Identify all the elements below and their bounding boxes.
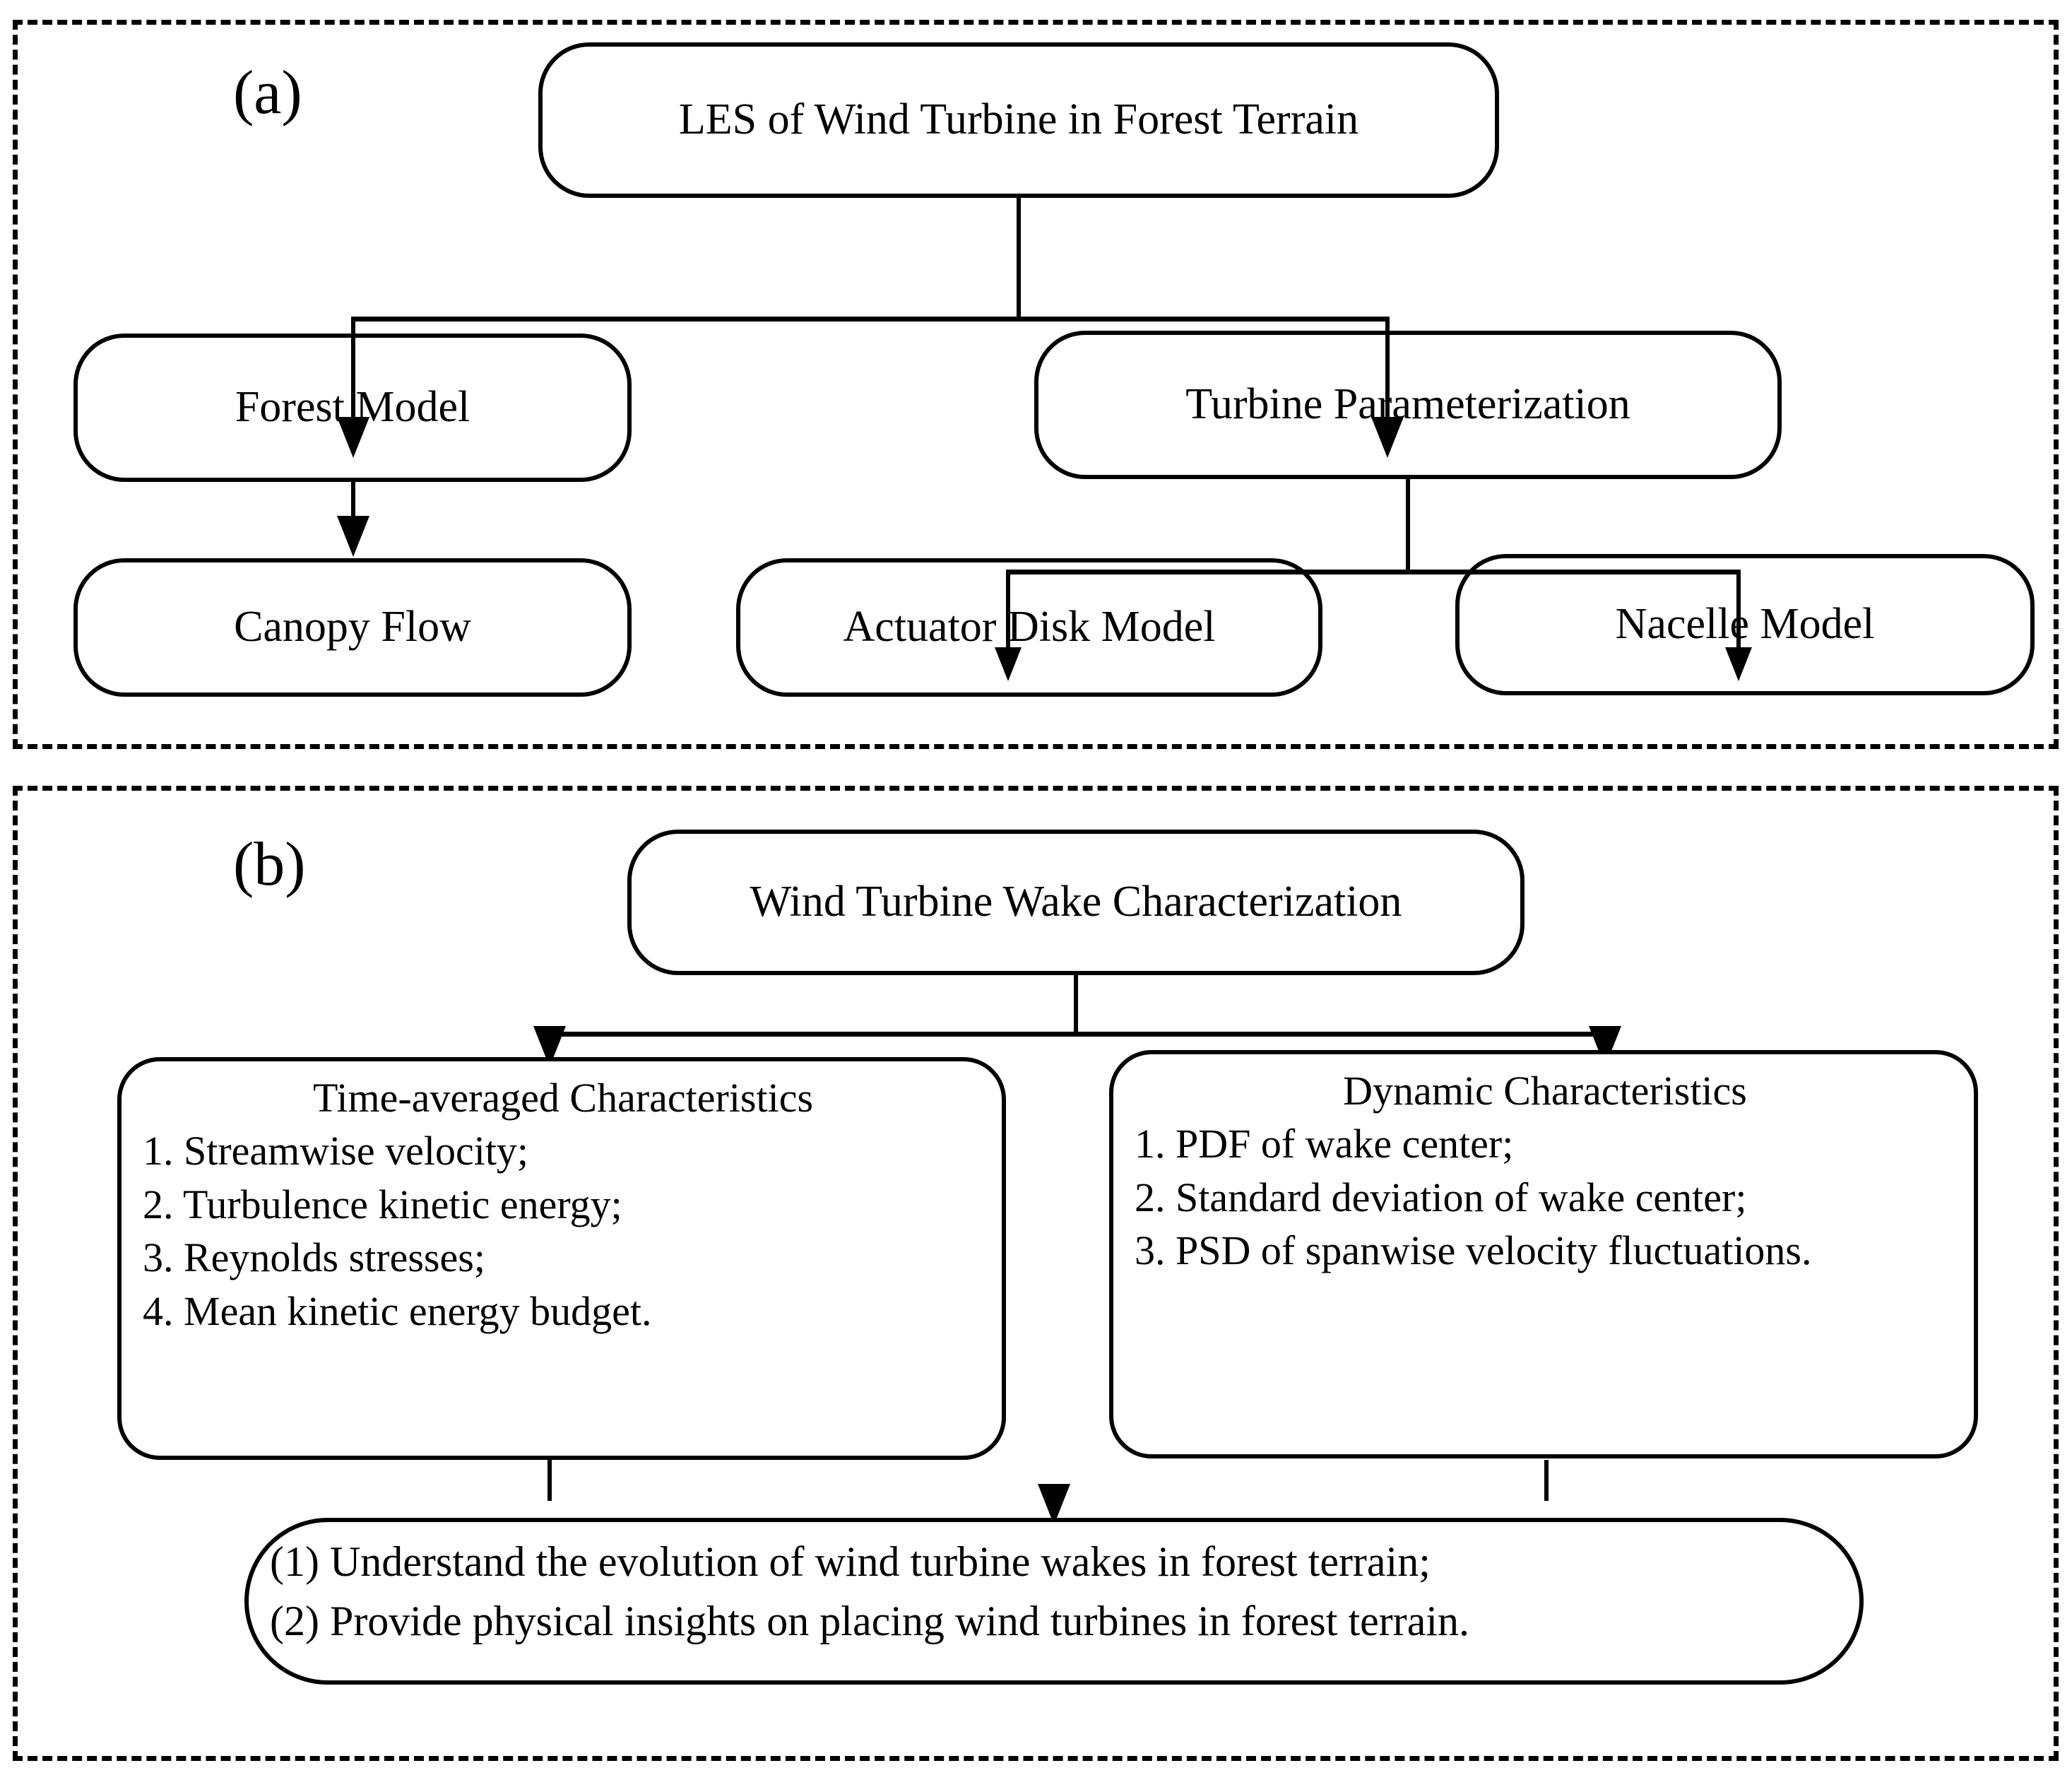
arrowhead-les-to-forest [337,417,369,458]
dynamic-item-1: 1. PDF of wake center; [1135,1121,1514,1167]
connector-forest-to-canopy [351,482,355,520]
connector-turbine-to-nacelle-drop [1736,570,1741,652]
time-averaged-item-1: 1. Streamwise velocity; [143,1128,529,1174]
connector-les-bus [351,317,1390,322]
arrowhead-turbine-to-adm [995,647,1022,681]
node-time-averaged-characteristics[interactable]: Time-averaged Characteristics 1. Streamw… [117,1057,1006,1460]
node-wind-turbine-wake-characterization[interactable]: Wind Turbine Wake Characterization [627,830,1525,975]
conclusion-item-1: (1) Understand the evolution of wind tur… [270,1538,1431,1585]
connector-turbine-stem [1406,479,1410,572]
connector-turbine-bus [1006,570,1741,574]
node-nacelle-model[interactable]: Nacelle Model [1455,554,2035,695]
panel-a-border [13,20,2059,749]
connector-timeavg-drop [547,1460,552,1501]
node-turbine-parameterization[interactable]: Turbine Parameterization [1034,331,1782,479]
conclusion-item-2: (2) Provide physical insights on placing… [270,1598,1470,1644]
connector-les-to-turbine-drop [1385,317,1390,417]
connector-les-to-forest-drop [351,317,355,417]
arrowhead-turbine-to-nacelle [1725,647,1752,681]
panel-b-label: (b) [233,830,306,899]
time-averaged-item-2: 2. Turbulence kinetic energy; [143,1181,622,1227]
dynamic-heading: Dynamic Characteristics [1343,1068,1747,1114]
time-averaged-item-3: 3. Reynolds stresses; [143,1234,485,1281]
node-conclusions[interactable]: (1) Understand the evolution of wind tur… [244,1518,1864,1685]
arrowhead-forest-to-canopy [337,516,369,557]
panel-b-border [13,786,2059,1761]
dynamic-item-2: 2. Standard deviation of wake center; [1135,1174,1747,1220]
time-averaged-item-4: 4. Mean kinetic energy budget. [143,1287,652,1334]
connector-turbine-to-adm-drop [1006,570,1010,652]
connector-wake-bus [547,1032,1607,1037]
node-les-of-wind-turbine-in-forest-terrain[interactable]: LES of Wind Turbine in Forest Terrain [538,42,1499,198]
time-averaged-heading: Time-averaged Characteristics [312,1075,814,1121]
connector-dynamic-drop [1544,1460,1549,1501]
panel-a-label: (a) [233,59,302,127]
connector-les-stem [1017,198,1021,319]
node-dynamic-characteristics[interactable]: Dynamic Characteristics 1. PDF of wake c… [1109,1050,1978,1458]
arrowhead-les-to-turbine [1371,417,1404,458]
dynamic-item-3: 3. PSD of spanwise velocity fluctuations… [1135,1227,1812,1274]
node-actuator-disk-model[interactable]: Actuator Disk Model [736,558,1322,697]
connector-wake-stem [1074,975,1078,1035]
node-canopy-flow[interactable]: Canopy Flow [73,558,632,697]
